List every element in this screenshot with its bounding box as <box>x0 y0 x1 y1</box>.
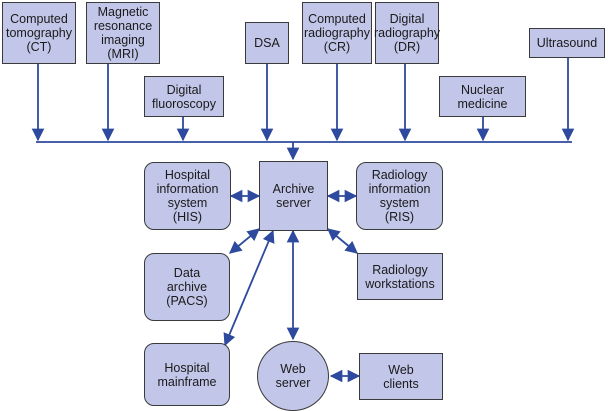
his-box: Hospital information system (HIS) <box>144 162 231 230</box>
nuclear-medicine-box: Nuclear medicine <box>439 76 526 117</box>
pacs-box: Data archive (PACS) <box>144 253 230 321</box>
mainframe-box: Hospital mainframe <box>144 343 230 406</box>
ris-box: Radiology information system (RIS) <box>356 162 443 230</box>
fluoroscopy-box: Digital fluoroscopy <box>144 76 224 117</box>
ct-box: Computed tomography (CT) <box>2 2 76 64</box>
mri-box: Magnetic resonance imaging (MRI) <box>86 2 160 64</box>
archive-pacs-link <box>229 228 260 254</box>
cr-box: Computed radiography (CR) <box>302 2 372 64</box>
web-clients-box: Web clients <box>359 353 443 400</box>
ultrasound-box: Ultrasound <box>529 28 605 58</box>
dr-box: Digital radiography (DR) <box>374 2 440 64</box>
dsa-box: DSA <box>245 22 289 64</box>
archive-mainframe-link <box>223 229 275 347</box>
workstations-box: Radiology workstations <box>357 253 443 300</box>
archive-server-box: Archive server <box>259 161 328 231</box>
web-server-circle: Web server <box>257 341 329 411</box>
archive-workstations-link <box>327 228 358 254</box>
